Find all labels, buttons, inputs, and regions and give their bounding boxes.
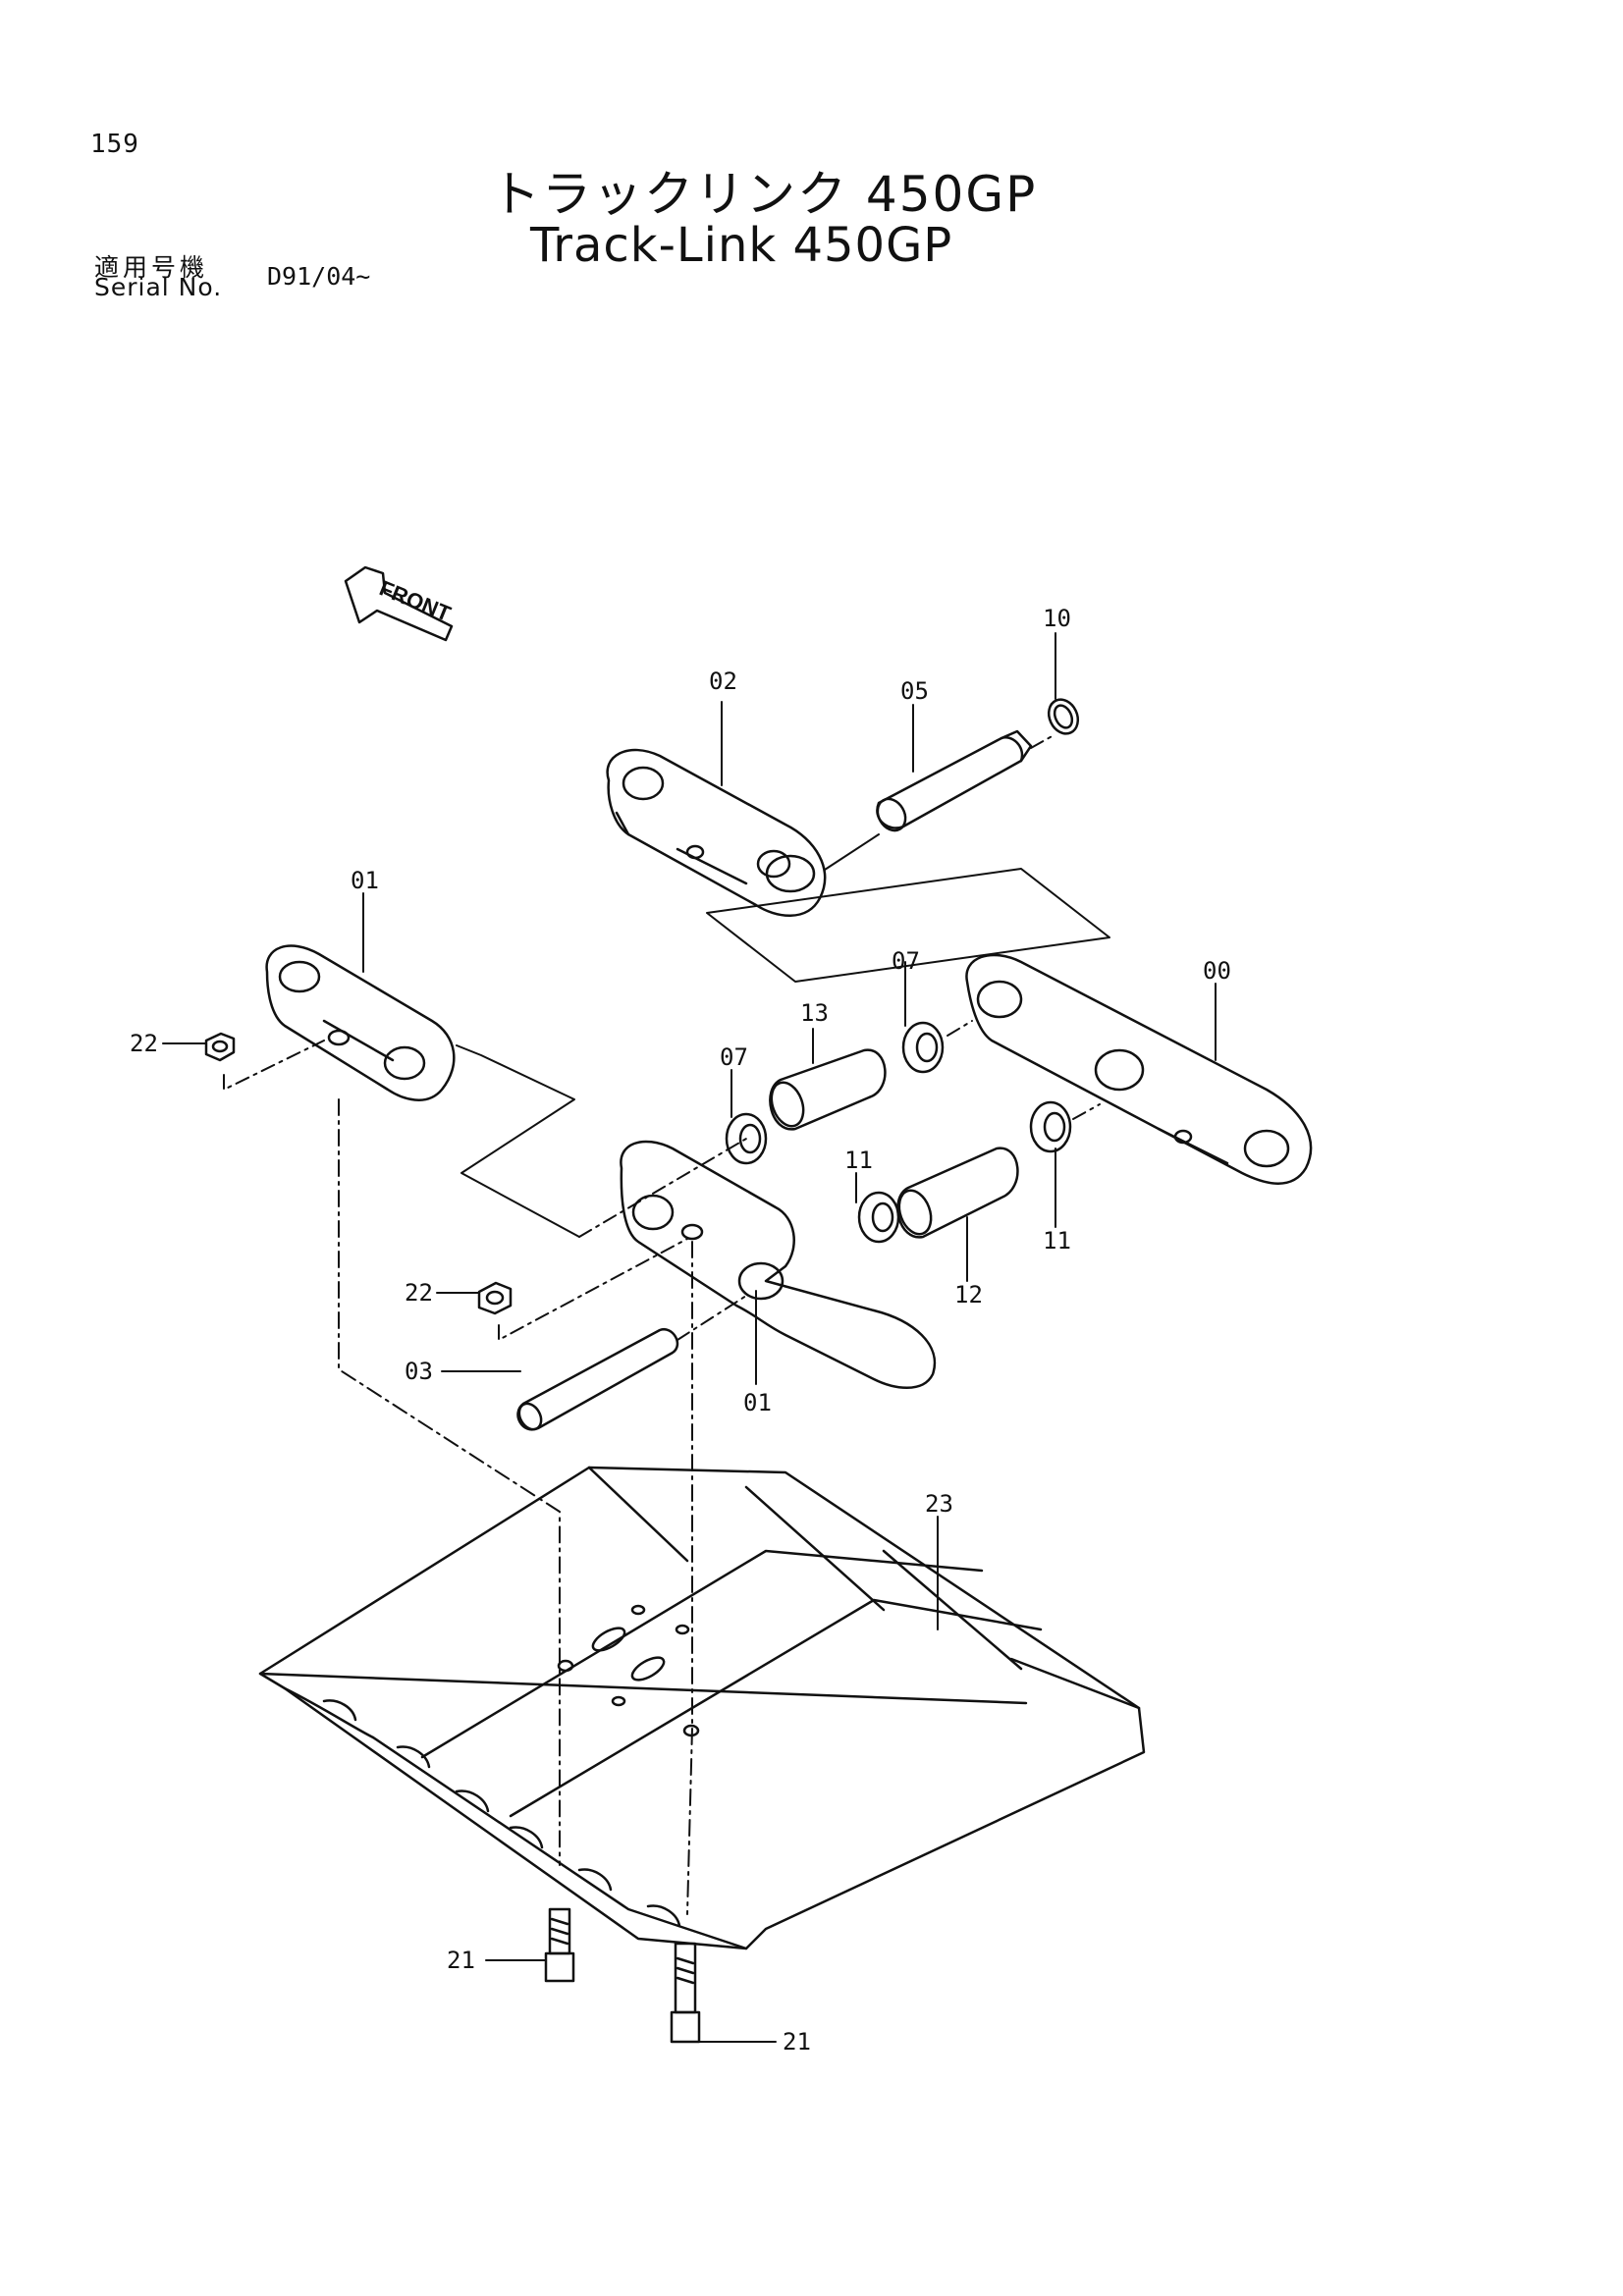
label-07-top: 07 (892, 947, 920, 975)
label-01-top: 01 (351, 867, 379, 894)
label-01-bottom: 01 (743, 1389, 772, 1416)
bolt-21-left (544, 1907, 575, 1983)
serial-label-japanese: 適用号機 (94, 253, 209, 282)
seal-07-lower (725, 1112, 768, 1165)
label-21-right: 21 (783, 2028, 811, 2056)
label-21-left: 21 (447, 1947, 475, 1974)
front-label: FRONT (376, 575, 455, 626)
page-number: 159 (90, 130, 139, 159)
seal-11-left (857, 1191, 900, 1244)
ring-10 (1047, 698, 1080, 735)
track-link-02 (606, 748, 827, 917)
serial-value: D91/04~ (267, 262, 371, 291)
label-11-left: 11 (844, 1147, 873, 1174)
label-05: 05 (900, 677, 929, 705)
label-10: 10 (1043, 605, 1071, 632)
nut-22-upper (204, 1032, 236, 1062)
bushing-12 (896, 1147, 1019, 1239)
title-japanese: トラックリンク 450GP (491, 166, 1038, 223)
label-23: 23 (925, 1490, 953, 1518)
track-link-01-lower (620, 1140, 937, 1389)
seal-11-right (1029, 1100, 1072, 1153)
bolt-21-right (670, 1942, 701, 2044)
label-22-top: 22 (130, 1030, 158, 1057)
track-link-00 (965, 953, 1313, 1185)
label-07-left: 07 (720, 1043, 748, 1071)
label-13: 13 (800, 999, 829, 1027)
label-02: 02 (709, 667, 737, 695)
front-arrow-icon: FRONT (344, 565, 455, 642)
label-22-mid: 22 (405, 1279, 433, 1307)
label-00: 00 (1203, 957, 1231, 985)
label-12: 12 (954, 1281, 983, 1308)
track-link-01-upper (265, 944, 456, 1101)
nut-22-lower (477, 1281, 513, 1315)
track-shoe-23 (258, 1466, 1146, 1950)
pin-03 (516, 1327, 679, 1431)
label-11-right: 11 (1043, 1227, 1071, 1255)
pin-05 (876, 729, 1033, 832)
title-english: Track-Link 450GP (530, 218, 953, 273)
label-03: 03 (405, 1358, 433, 1385)
seal-07-upper (901, 1021, 945, 1074)
serial-label-english: Serial No. (94, 273, 223, 301)
bushing-13 (769, 1048, 887, 1131)
